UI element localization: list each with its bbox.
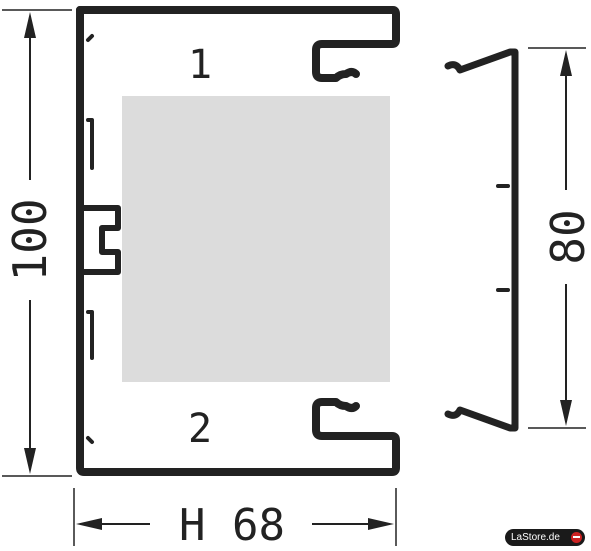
height-arrow-top (24, 12, 36, 38)
inner-height-dimension (528, 47, 586, 429)
inner-height-label: 80 (541, 209, 591, 264)
duct-profile (76, 6, 400, 476)
compartment-top-label: 1 (188, 42, 212, 88)
logo-text: LaStore.de (511, 532, 560, 543)
lid-profile (444, 48, 519, 432)
width-arrow-left (76, 518, 102, 530)
width-arrow-right (368, 518, 394, 530)
inner-height-arrow-bottom (560, 400, 572, 426)
width-label: H 68 (179, 500, 285, 551)
height-arrow-bottom (24, 448, 36, 474)
height-dimension (2, 9, 72, 477)
lastore-logo: LaStore.de (505, 529, 585, 546)
logo-mark-icon (571, 532, 582, 543)
insert-area (122, 96, 390, 382)
height-label: 100 (3, 198, 57, 281)
width-dimension (73, 488, 397, 546)
compartment-bottom-label: 2 (188, 406, 212, 452)
inner-height-arrow-top (560, 50, 572, 76)
